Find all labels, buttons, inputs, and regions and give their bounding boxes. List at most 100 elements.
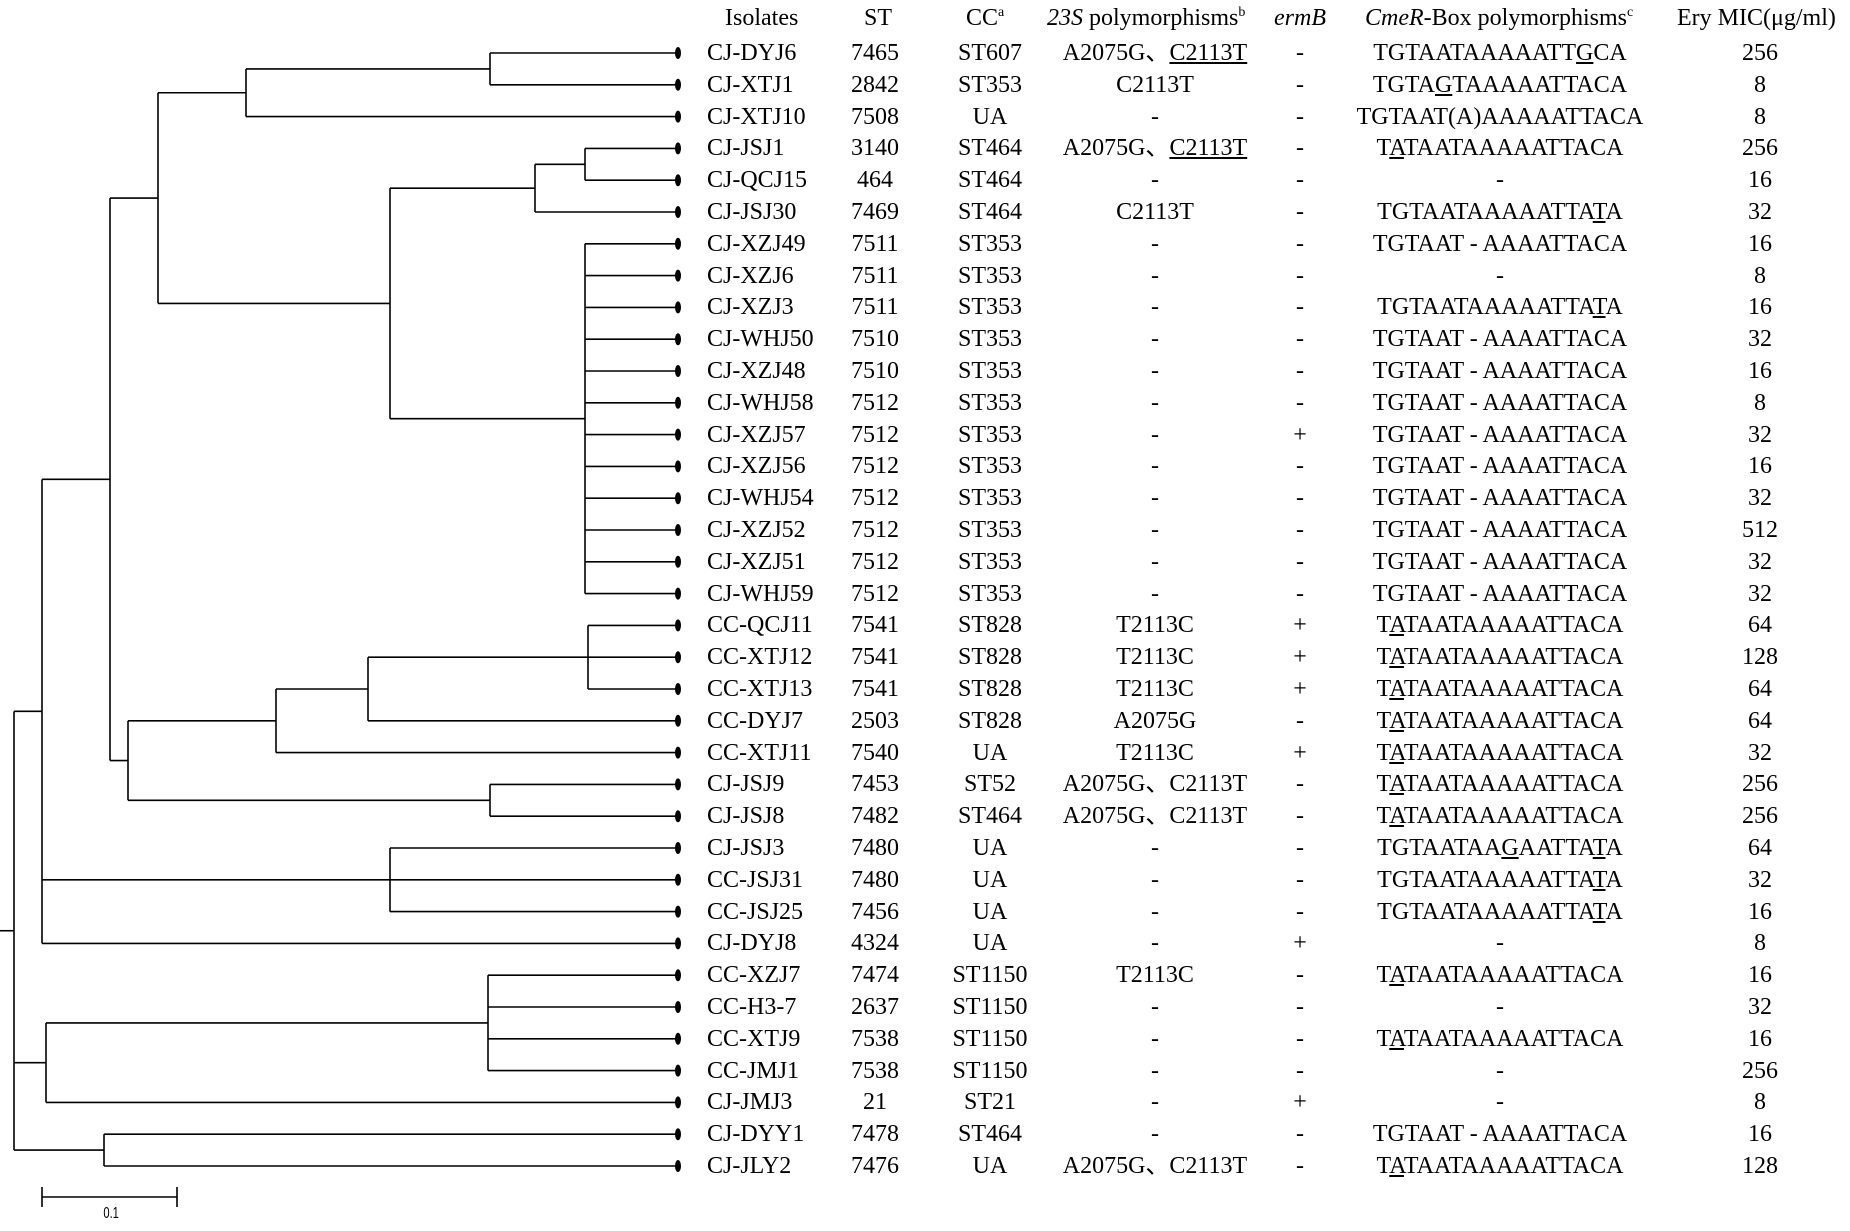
cmer-box-polymorphism: - [1335, 993, 1665, 1021]
tree-leaf-marker [675, 1064, 681, 1077]
header-cmer: CmeR-Box polymorphismsc [1365, 4, 1633, 32]
23s-polymorphism: A2075G、C2113T [1045, 134, 1265, 162]
cmer-box-polymorphism-segment: G [1434, 71, 1453, 98]
23s-polymorphism-segment: - [1151, 453, 1159, 480]
isolate-name: CJ-XZJ52 [707, 517, 806, 543]
23s-polymorphism: - [1045, 103, 1265, 131]
ery-mic-value: 32 [1748, 485, 1772, 512]
23s-polymorphism-segment: T2113C [1116, 962, 1194, 989]
isolate-name: CC-XTJ11 [707, 739, 812, 766]
23s-polymorphism-segment: - [1151, 389, 1159, 416]
cc-value: ST828 [957, 707, 1022, 734]
23s-polymorphism: - [1045, 325, 1265, 353]
cmer-box-polymorphism-segment: T [1376, 707, 1390, 734]
header-23s-text: polymorphisms [1083, 5, 1239, 31]
23s-polymorphism: A2075G、C2113T [1045, 770, 1265, 798]
cc-value: ST353 [957, 421, 1022, 448]
cmer-box-polymorphism-segment: TGTAAT - AAAATTACA [1372, 1121, 1628, 1148]
cmer-box-polymorphism-segment: G [1501, 835, 1519, 861]
23s-polymorphism-segment: - [1151, 1025, 1159, 1052]
ermb-value: + [1293, 421, 1307, 448]
23s-polymorphism: A2075G、C2113T [1045, 39, 1265, 67]
cc-value: ST1150 [952, 994, 1028, 1020]
isolate-name: CJ-XZJ56 [707, 453, 806, 480]
cmer-box-polymorphism: TGTAAT - AAAATTACA [1335, 389, 1665, 417]
st-value: 7512 [851, 389, 899, 416]
tree-leaf-marker [675, 714, 681, 727]
tree-leaf-marker [675, 969, 681, 982]
tree-leaf-marker [675, 492, 681, 505]
ermb-value: - [1296, 135, 1304, 162]
cmer-box-polymorphism: TGTAAT - AAAATTACA [1335, 421, 1665, 449]
cmer-box-polymorphism: TATAATAAAAATTACA [1335, 611, 1665, 639]
ermb-value: - [1296, 962, 1304, 989]
cc-value: ST353 [957, 230, 1022, 257]
ery-mic-value: 64 [1748, 676, 1772, 702]
ermb-value: - [1296, 771, 1304, 798]
tree-leaf-marker [675, 746, 681, 759]
23s-polymorphism-segment: T2113C [1116, 739, 1194, 766]
cmer-box-polymorphism-segment: T [1376, 962, 1390, 989]
cmer-box-polymorphism: TATAATAAAAATTACA [1335, 739, 1665, 767]
st-value: 7480 [851, 866, 899, 893]
st-value: 2842 [851, 71, 899, 98]
cmer-box-polymorphism-segment: T [1376, 612, 1390, 639]
cmer-box-polymorphism: TGTAAT - AAAATTACA [1335, 516, 1665, 544]
tree-leaf-marker [675, 110, 681, 123]
cmer-box-polymorphism: TGTAAT - AAAATTACA [1335, 452, 1665, 480]
ermb-value: - [1296, 230, 1304, 257]
cmer-box-polymorphism-segment: T [1592, 866, 1606, 893]
23s-polymorphism: - [1045, 293, 1265, 321]
scale-bar-label: 0.1 [103, 1205, 119, 1222]
ery-mic-value: 32 [1748, 326, 1772, 353]
23s-polymorphism: - [1045, 548, 1265, 576]
cmer-box-polymorphism-segment: A [1605, 199, 1623, 225]
st-value: 7541 [851, 676, 899, 702]
ery-mic-value: 32 [1748, 199, 1772, 225]
cmer-box-polymorphism-segment: A [1389, 612, 1404, 639]
cmer-box-polymorphism: TGTAAT - AAAATTACA [1335, 230, 1665, 258]
cmer-box-polymorphism-segment: T [1592, 835, 1606, 861]
23s-polymorphism: - [1045, 898, 1265, 926]
cmer-box-polymorphism: TGTAATAAAAATTGCA [1335, 39, 1665, 67]
isolate-name: CJ-WHJ54 [707, 485, 814, 512]
23s-polymorphism: - [1045, 1120, 1265, 1148]
cmer-box-polymorphism-segment: A [1605, 866, 1623, 893]
cc-value: ST353 [957, 294, 1022, 321]
tree-leaf-marker [675, 396, 681, 409]
cmer-box-polymorphism-segment: TAATAAAAATTACA [1403, 135, 1624, 162]
23s-polymorphism-segment: T2113C [1116, 676, 1194, 702]
header-23s: 23S polymorphismsb [1047, 4, 1245, 32]
cmer-box-polymorphism-segment: TAATAAAAATTACA [1403, 771, 1624, 798]
cc-value: ST52 [963, 771, 1016, 798]
st-value: 7541 [851, 644, 899, 671]
23s-polymorphism-segment: - [1151, 930, 1159, 957]
isolate-name: CC-H3-7 [707, 994, 797, 1020]
isolate-name: CJ-QCJ15 [707, 167, 808, 194]
tree-leaf-marker [675, 1128, 681, 1141]
23s-polymorphism: - [1045, 580, 1265, 608]
ery-mic-value: 16 [1748, 453, 1772, 480]
23s-polymorphism: - [1045, 166, 1265, 194]
tree-leaf-marker [675, 683, 681, 695]
23s-polymorphism: T2113C [1045, 739, 1265, 767]
23s-polymorphism-segment: A2075G、 [1062, 40, 1170, 66]
header-cmer-gene: CmeR [1365, 5, 1424, 31]
st-value: 7512 [851, 548, 899, 575]
cc-value: UA [972, 1153, 1008, 1179]
cmer-box-polymorphism-segment: TGTAAT - AAAATTACA [1372, 548, 1628, 575]
isolate-name: CC-JMJ1 [707, 1057, 800, 1084]
st-value: 21 [863, 1089, 887, 1116]
ery-mic-value: 128 [1742, 1153, 1778, 1179]
23s-polymorphism-segment: - [1151, 485, 1159, 512]
cmer-box-polymorphism-segment: - [1496, 1089, 1504, 1116]
23s-polymorphism-segment: A2075G、C2113T [1062, 803, 1248, 830]
ery-mic-value: 64 [1748, 707, 1772, 734]
cmer-box-polymorphism-segment: T [1592, 199, 1606, 225]
st-value: 7510 [851, 326, 899, 353]
tree-leaf-marker [675, 842, 681, 854]
cmer-box-polymorphism-segment: A [1389, 962, 1404, 989]
cmer-box-polymorphism: TATAATAAAAATTACA [1335, 675, 1665, 703]
cmer-box-polymorphism: TGTAAT - AAAATTACA [1335, 325, 1665, 353]
